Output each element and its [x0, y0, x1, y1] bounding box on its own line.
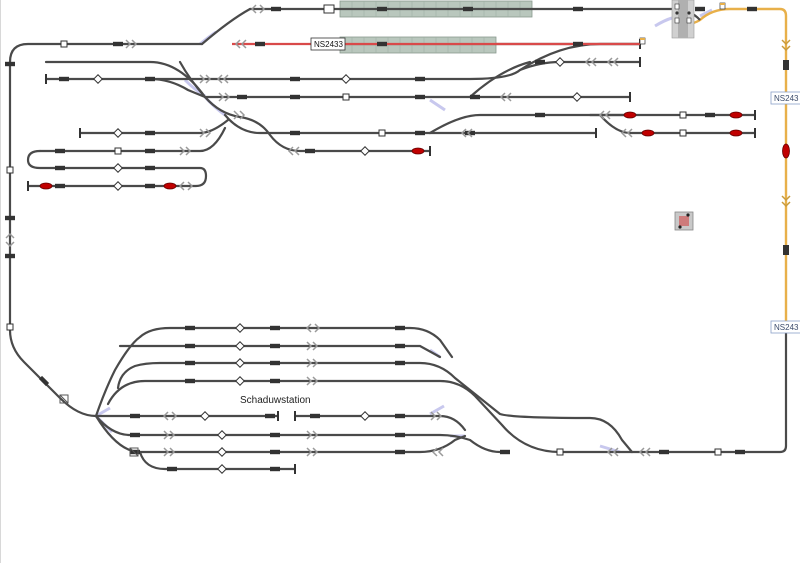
turnout-control-icon	[674, 211, 694, 231]
block-markers	[93, 57, 582, 474]
train-label: NS2433	[314, 40, 343, 49]
edge-label-2: NS243	[774, 323, 799, 332]
loco-icon	[639, 2, 726, 45]
tracks	[8, 7, 788, 471]
route-switch-markers	[781, 39, 791, 208]
signals	[39, 111, 790, 190]
detector-boxes	[6, 4, 722, 456]
active-route	[671, 7, 788, 330]
window-border	[0, 0, 1, 563]
station-label: Schaduwstation	[240, 395, 311, 406]
edge-label-1: NS243	[774, 94, 799, 103]
sensors	[5, 6, 757, 472]
route-sensors	[783, 60, 789, 255]
buffer-stops	[27, 39, 756, 474]
train-tag: NS2433	[310, 37, 346, 51]
crossover-markers	[59, 394, 139, 457]
edge-tag-1: NS243	[770, 91, 800, 105]
switch-markers	[5, 4, 651, 457]
level-crossing-icon	[671, 0, 695, 39]
edge-tag-2: NS243	[770, 320, 800, 334]
